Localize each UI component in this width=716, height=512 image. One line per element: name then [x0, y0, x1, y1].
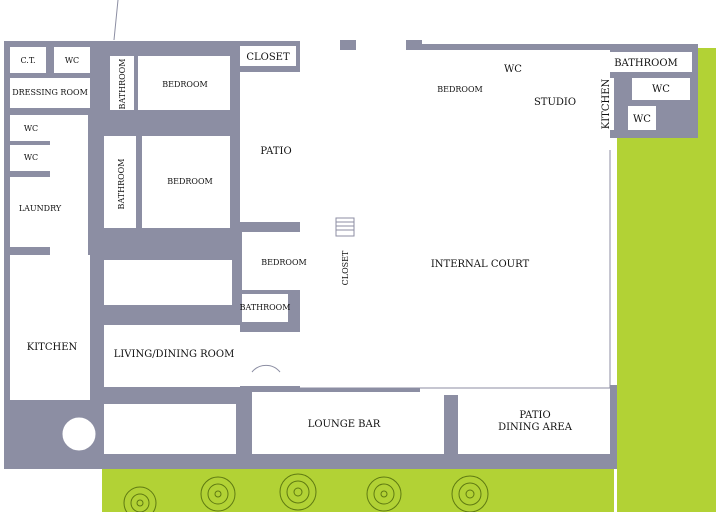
floor-lounge-bar [252, 392, 444, 454]
trees [123, 473, 489, 512]
floor-bedroom-top [138, 56, 230, 110]
floor-bedroom-small [242, 232, 322, 290]
tree-4 [366, 476, 402, 512]
floor-lower-hall [104, 404, 236, 454]
lawn-right [617, 135, 716, 512]
floor-closet-small [334, 236, 356, 296]
floor-dressing-room [10, 78, 90, 108]
label-ct: C.T. [20, 56, 35, 65]
floor-studio [496, 86, 594, 130]
tree-stem [113, 0, 119, 41]
label-bedroom-small: BEDROOM [261, 258, 306, 267]
label-laundry: LAUNDRY [19, 204, 62, 213]
label-closet-small: CLOSET [341, 250, 350, 285]
label-living-dining: LIVING/DINING ROOM [114, 349, 235, 360]
label-patio: PATIO [260, 146, 291, 157]
floor-passage-below-kitchen [40, 292, 90, 312]
floor-bedroom-studio [430, 52, 490, 128]
floor-bathroom-small [242, 294, 288, 322]
label-internal-court: INTERNAL COURT [431, 259, 530, 270]
floor-wc-top-left [54, 47, 90, 73]
label-wc-left-upper: WC [24, 124, 38, 133]
label-studio: STUDIO [534, 97, 576, 108]
label-kitchen-main: KITCHEN [27, 342, 78, 353]
label-wc-studio-right-lower: WC [633, 114, 651, 125]
floor-living-ext [240, 332, 300, 386]
tree-3 [279, 473, 317, 511]
label-wc-top-left: WC [65, 56, 79, 65]
floor-kitchen-studio [598, 78, 614, 130]
floor-court-ne [406, 66, 426, 146]
label-dressing-room: DRESSING ROOM [12, 88, 88, 97]
floor-court-top-gap-2 [356, 40, 406, 52]
lawn-bottom [102, 468, 614, 512]
floor-wc-left-upper [10, 115, 50, 141]
floor-wc-studio [496, 52, 530, 82]
floor-bathroom-mid [104, 136, 136, 228]
label-bathroom-top: BATHROOM [118, 59, 127, 110]
label-kitchen-studio: KITCHEN [601, 78, 612, 129]
stair-court [335, 217, 355, 237]
label-bedroom-studio: BEDROOM [437, 85, 482, 94]
floor-wc-left-lower [10, 145, 50, 171]
label-lounge-bar: LOUNGE BAR [308, 419, 381, 430]
floor-bathroom-top [110, 56, 134, 110]
floor-living-dining [104, 325, 240, 387]
floor-closet-top [240, 46, 296, 66]
lawn-right-strip [698, 48, 716, 138]
label-bedroom-mid: BEDROOM [167, 177, 212, 186]
floor-studio-top [534, 52, 594, 86]
floor-kitchen-main [10, 255, 90, 400]
floor-patio-dining [458, 392, 610, 454]
label-patio-dining-line2: DINING AREA [498, 422, 573, 433]
tree-2 [200, 476, 236, 512]
floor-court-top-gap [300, 40, 340, 52]
lawn-areas [102, 48, 716, 512]
tree-5 [451, 475, 489, 512]
round-tower [61, 416, 97, 452]
floor-patio [240, 72, 300, 222]
floor-ct [10, 47, 46, 73]
floor-bedroom-mid [142, 136, 230, 228]
room-labels: C.T. WC DRESSING ROOM WC WC LAUNDRY KITC… [12, 52, 678, 433]
label-wc-studio-right-upper: WC [652, 84, 670, 95]
label-wc-left-lower: WC [24, 153, 38, 162]
room-floors [10, 40, 692, 454]
stair-lower [251, 364, 281, 373]
label-patio-dining-line1: PATIO [519, 410, 550, 421]
floor-wc-studio-right-lower [628, 106, 656, 130]
label-bathroom-small: BATHROOM [240, 303, 291, 312]
label-wc-studio: WC [504, 64, 522, 75]
floor-bathroom-studio [598, 52, 692, 72]
floor-corridor-mid [104, 260, 232, 305]
label-bathroom-studio: BATHROOM [614, 58, 678, 69]
label-closet-top: CLOSET [246, 52, 290, 63]
floor-wc-studio-right-upper [632, 78, 690, 100]
tree-1 [123, 486, 157, 512]
plan-details [61, 0, 611, 452]
label-bathroom-mid: BATHROOM [117, 159, 126, 210]
label-bedroom-top: BEDROOM [162, 80, 207, 89]
floor-court-strip [420, 135, 610, 395]
